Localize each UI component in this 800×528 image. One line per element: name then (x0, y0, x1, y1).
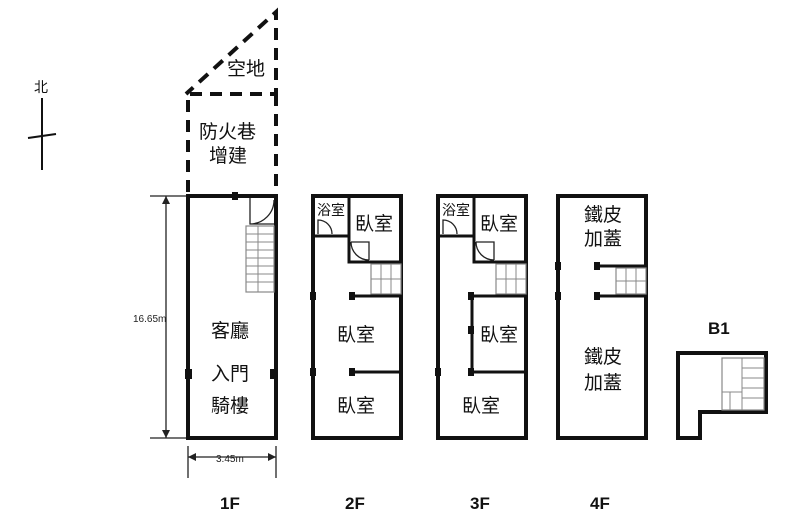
floor-1f: 空地 防火巷 增建 客廳 入門 騎樓 16.65m (133, 7, 278, 513)
yard-label: 空地 (227, 58, 265, 80)
bedroom-top-label: 臥室 (480, 213, 518, 235)
north-arrow: 北 (27, 80, 57, 170)
height-dimension-label: 16.65m (133, 314, 166, 325)
door-swing-icon (249, 198, 275, 225)
floor-b1-outline (676, 351, 768, 440)
width-dimension: 3.45m (187, 446, 277, 478)
living-room-label: 客廳 (211, 320, 249, 342)
floor-1f-label: 1F (220, 494, 240, 513)
stairs-icon (370, 263, 402, 295)
stairs-icon (615, 267, 647, 295)
floor-4f-outline (556, 194, 648, 440)
bathroom-label: 浴室 (442, 202, 470, 219)
tin-roof-top-label-2: 加蓋 (584, 228, 622, 250)
bedroom-bottom-label: 臥室 (462, 395, 500, 417)
width-dimension-label: 3.45m (216, 454, 244, 465)
extension-label: 增建 (209, 145, 247, 167)
arcade-label: 騎樓 (211, 395, 249, 417)
floor-4f-label: 4F (590, 494, 610, 513)
stairs-icon (245, 225, 275, 293)
floor-3f-label: 3F (470, 494, 490, 513)
floor-4f: 鐵皮 加蓋 鐵皮 加蓋 4F (555, 194, 648, 513)
floor-b1: B1 (676, 319, 768, 440)
bathroom-label: 浴室 (317, 202, 345, 219)
floor-2f-outline (311, 194, 403, 440)
fire-lane-label: 防火巷 (199, 121, 256, 143)
floor-2f: 浴室 臥室 臥室 臥室 2F (310, 194, 403, 513)
tin-roof-bottom-label-1: 鐵皮 (584, 346, 622, 368)
tin-roof-bottom-label-2: 加蓋 (584, 372, 622, 394)
entrance-label: 入門 (211, 363, 249, 385)
north-label: 北 (34, 80, 48, 96)
bedroom-mid-label: 臥室 (480, 324, 518, 346)
bedroom-top-label: 臥室 (355, 213, 393, 235)
floor-2f-label: 2F (345, 494, 365, 513)
tin-roof-top-label-1: 鐵皮 (584, 204, 622, 226)
floor-3f-outline (436, 194, 528, 440)
stairs-icon (721, 357, 765, 411)
bedroom-door-icon (475, 241, 495, 261)
bedroom-bottom-label: 臥室 (337, 395, 375, 417)
bath-door-icon (317, 219, 333, 235)
bedroom-mid-label: 臥室 (337, 324, 375, 346)
stairs-icon (495, 263, 527, 295)
height-dimension: 16.65m (133, 195, 186, 439)
bedroom-door-icon (350, 241, 370, 261)
floor-b1-label: B1 (708, 319, 730, 338)
floor-3f: 浴室 臥室 臥室 臥室 3F (435, 194, 528, 513)
bath-door-icon (442, 219, 458, 235)
